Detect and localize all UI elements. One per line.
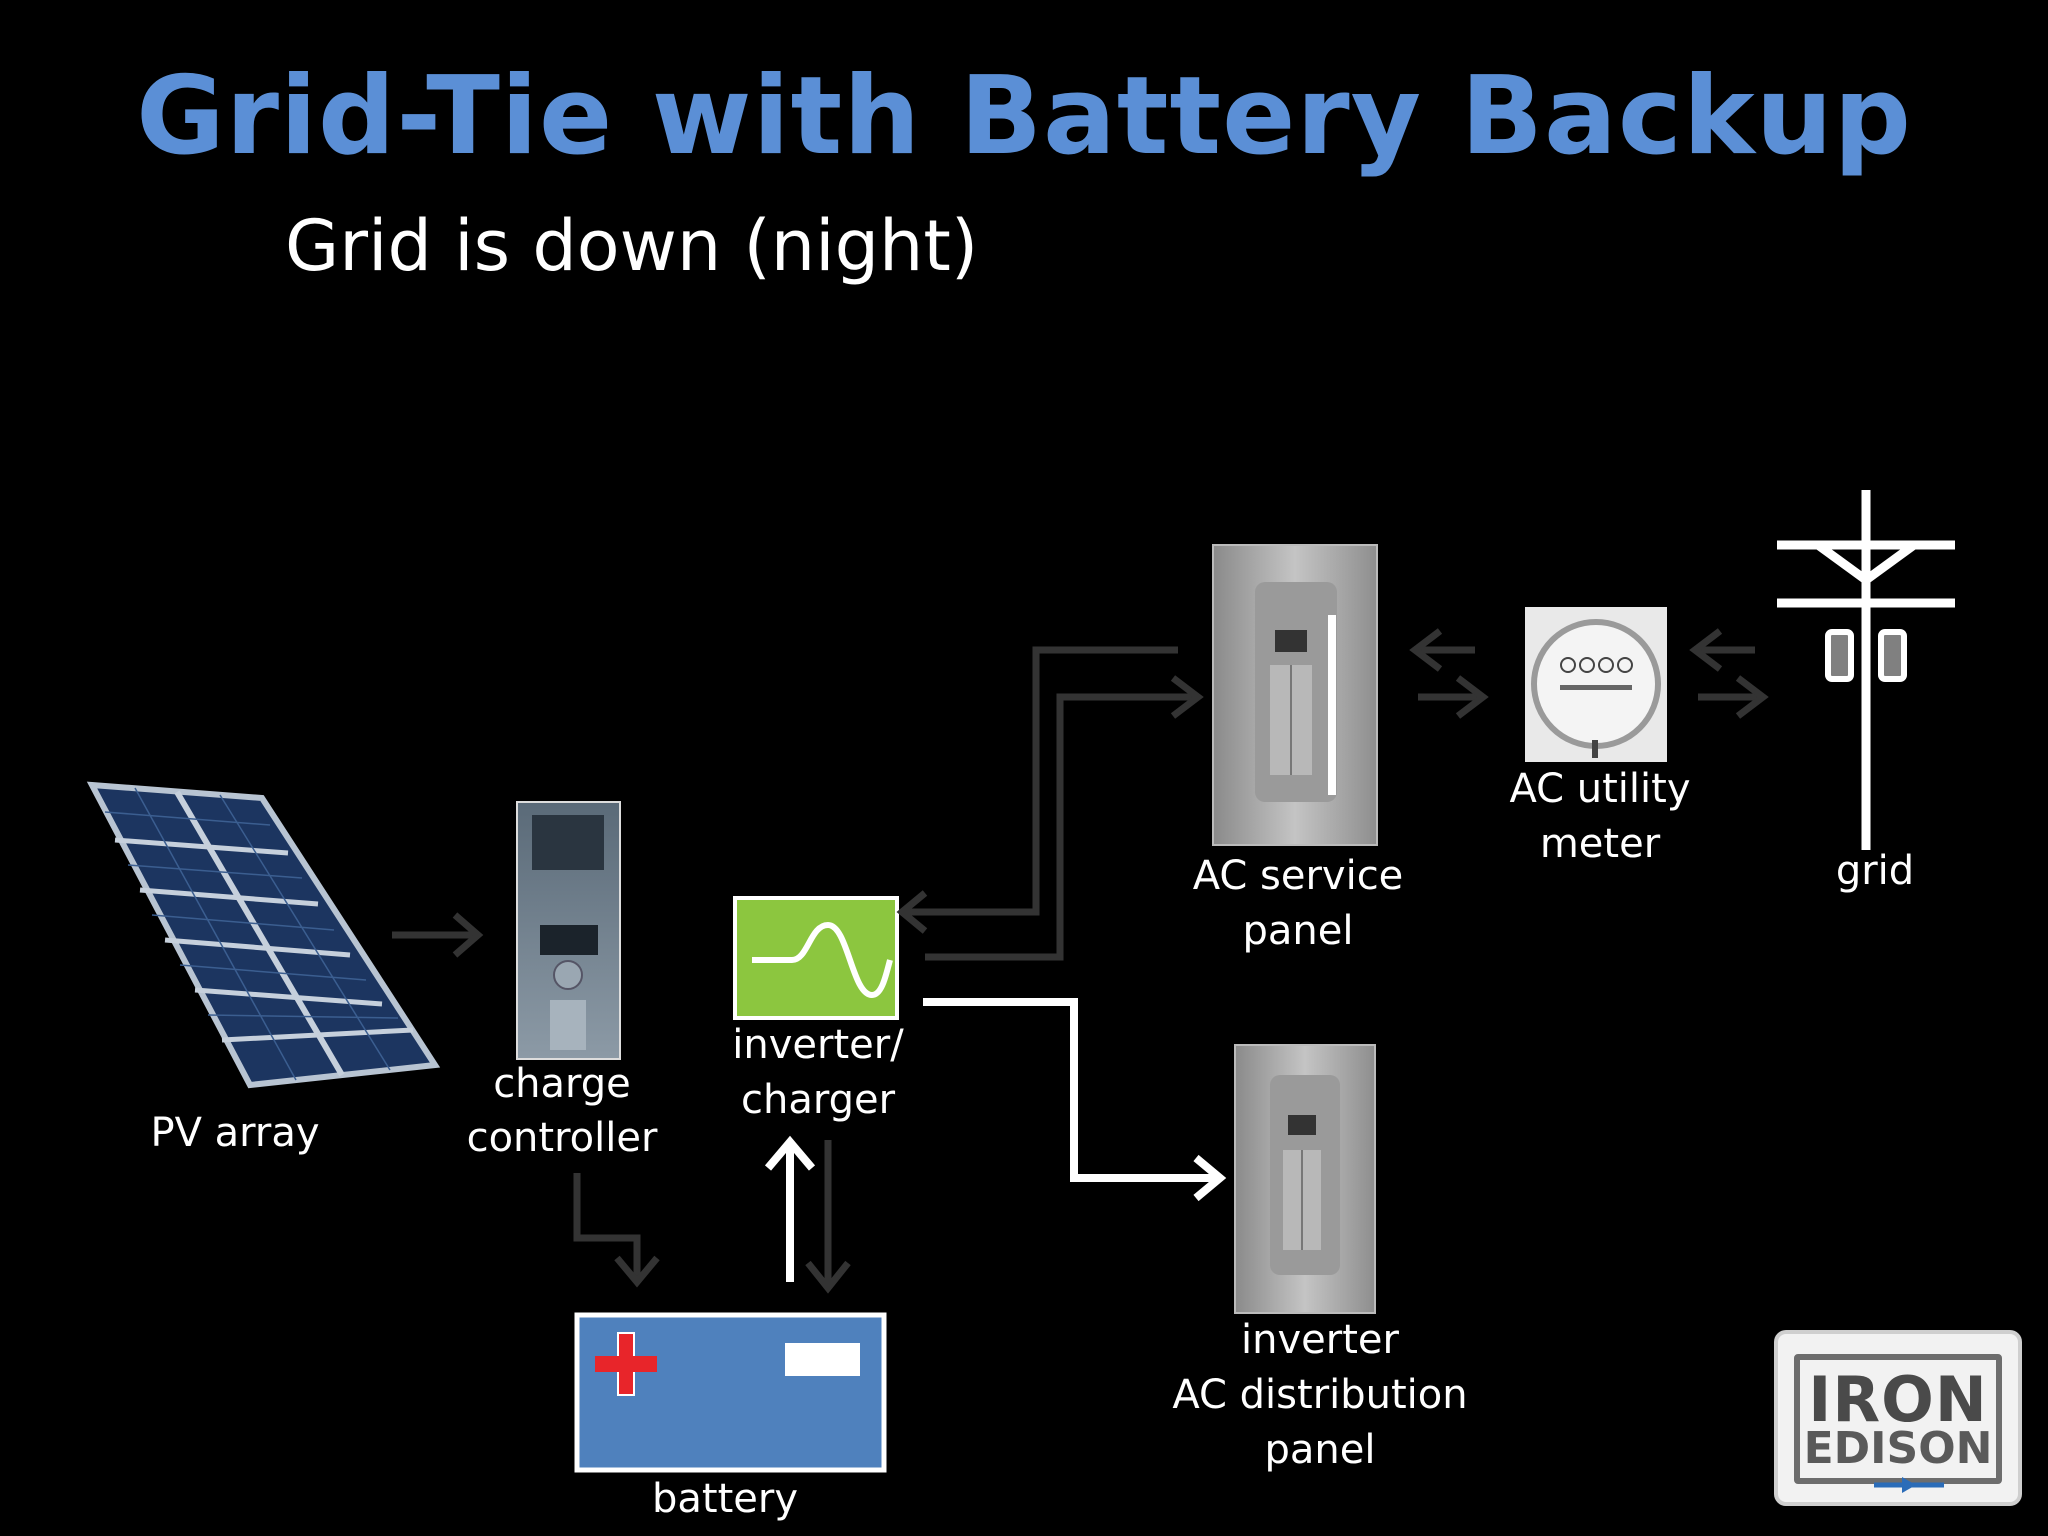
inverter-charger-label-line2: charger (740, 1077, 896, 1123)
grid-to-meter-arrow (1689, 628, 1755, 672)
panel-to-meter-arrow (1418, 675, 1489, 719)
inverter-charger-label-line1: inverter/ (732, 1022, 904, 1068)
meter-to-grid-arrow (1698, 675, 1769, 719)
battery-to-inverter-arrow (764, 1135, 816, 1282)
charge-controller-label-line1: charge (493, 1061, 631, 1107)
inverter-charger-icon (733, 896, 899, 1020)
pv-array-label: PV array (150, 1110, 320, 1156)
utility-pole-icon (1777, 490, 1955, 850)
slide-subtitle: Grid is down (night) (285, 205, 979, 287)
logo-word-iron: IRON (1808, 1363, 1988, 1436)
grid-label: grid (1835, 848, 1915, 894)
inactive-flows (392, 628, 1769, 1294)
battery-label: battery (652, 1476, 798, 1522)
logo-frame: IRON EDISON (1794, 1354, 2002, 1484)
ac-service-panel-label-line2: panel (1242, 908, 1354, 954)
inverter-to-distribution-panel-arrow (923, 998, 1227, 1202)
ac-service-panel-label-line1: AC service (1192, 853, 1404, 899)
controller-to-battery-arrow (573, 1173, 660, 1288)
inverter-to-service-panel-arrow (925, 675, 1204, 961)
ac-utility-meter-label-line2: meter (1539, 821, 1661, 867)
ac-utility-meter-label-line1: AC utility (1509, 766, 1691, 812)
inverter-to-battery-arrow (805, 1140, 851, 1294)
iron-edison-logo: IRON EDISON (1774, 1330, 2022, 1506)
dist-panel-label-line1: inverter (1241, 1317, 1399, 1363)
dist-panel-label-line3: panel (1264, 1427, 1376, 1473)
battery-icon (574, 1312, 887, 1473)
active-flows (764, 998, 1227, 1282)
ac-service-panel-icon (1212, 544, 1378, 846)
pv-to-controller-arrow (392, 912, 484, 958)
service-panel-to-inverter-arrow (896, 646, 1178, 934)
charge-controller-label-line2: controller (466, 1115, 658, 1161)
meter-to-panel-arrow (1409, 628, 1475, 672)
ac-utility-meter-icon (1525, 607, 1667, 762)
inverter-ac-distribution-panel-icon (1234, 1044, 1376, 1314)
slide-title: Grid-Tie with Battery Backup (136, 54, 1912, 179)
logo-word-edison: EDISON (1803, 1423, 1993, 1474)
charge-controller-icon (516, 801, 621, 1060)
pv-array-icon (86, 781, 441, 1089)
logo-bolt-icon (1874, 1477, 1944, 1493)
dist-panel-label-line2: AC distribution (1172, 1372, 1468, 1418)
